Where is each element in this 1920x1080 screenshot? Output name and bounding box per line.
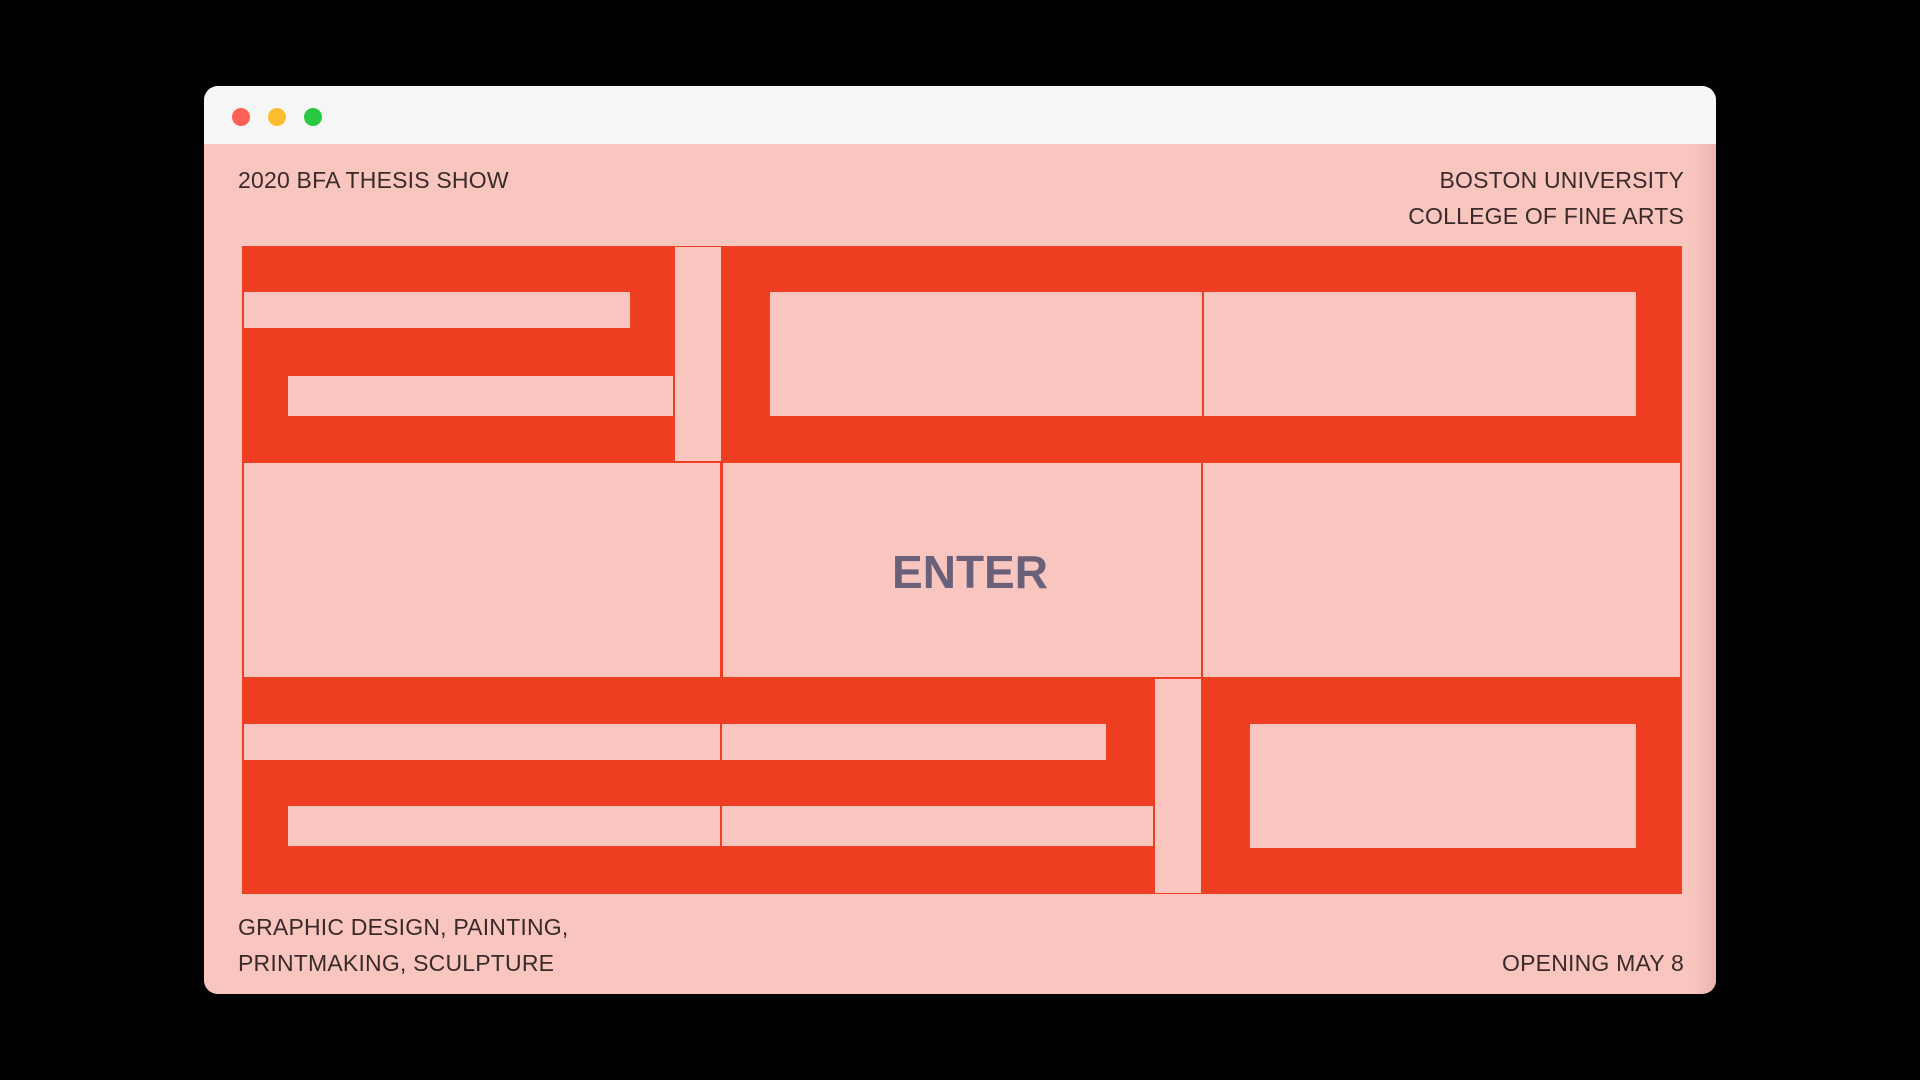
digit-zero-top-right [722,246,1682,462]
year-2020-graphic: ENTER [242,246,1682,894]
disciplines-line-1: GRAPHIC DESIGN, PAINTING, [238,914,569,940]
digit-two-top-left [242,246,723,463]
institution-name: BOSTON UNIVERSITY COLLEGE OF FINE ARTS [1408,162,1684,234]
minimize-window-button[interactable] [268,108,286,126]
opening-date: OPENING MAY 8 [1502,945,1684,981]
disciplines: GRAPHIC DESIGN, PAINTING, PRINTMAKING, S… [238,909,568,981]
enter-link[interactable]: ENTER [892,546,1048,598]
disciplines-line-2: PRINTMAKING, SCULPTURE [238,950,555,976]
show-title: 2020 BFA THESIS SHOW [238,162,509,198]
window-titlebar [204,86,1716,145]
scroll-edge-shadow [1694,144,1716,994]
opening-date-text: OPENING MAY 8 [1502,950,1684,976]
enter-cell[interactable] [721,461,1203,679]
middle-grid [242,461,1682,679]
digit-zero-bottom-right [1202,678,1682,894]
institution-line-1: BOSTON UNIVERSITY [1439,167,1684,193]
browser-window: 2020 BFA THESIS SHOW BOSTON UNIVERSITY C… [204,86,1716,994]
landing-page: 2020 BFA THESIS SHOW BOSTON UNIVERSITY C… [204,144,1716,994]
digit-two-bottom-left [242,677,1203,894]
institution-line-2: COLLEGE OF FINE ARTS [1408,203,1684,229]
close-window-button[interactable] [232,108,250,126]
show-title-text: 2020 BFA THESIS SHOW [238,167,509,193]
zoom-window-button[interactable] [304,108,322,126]
